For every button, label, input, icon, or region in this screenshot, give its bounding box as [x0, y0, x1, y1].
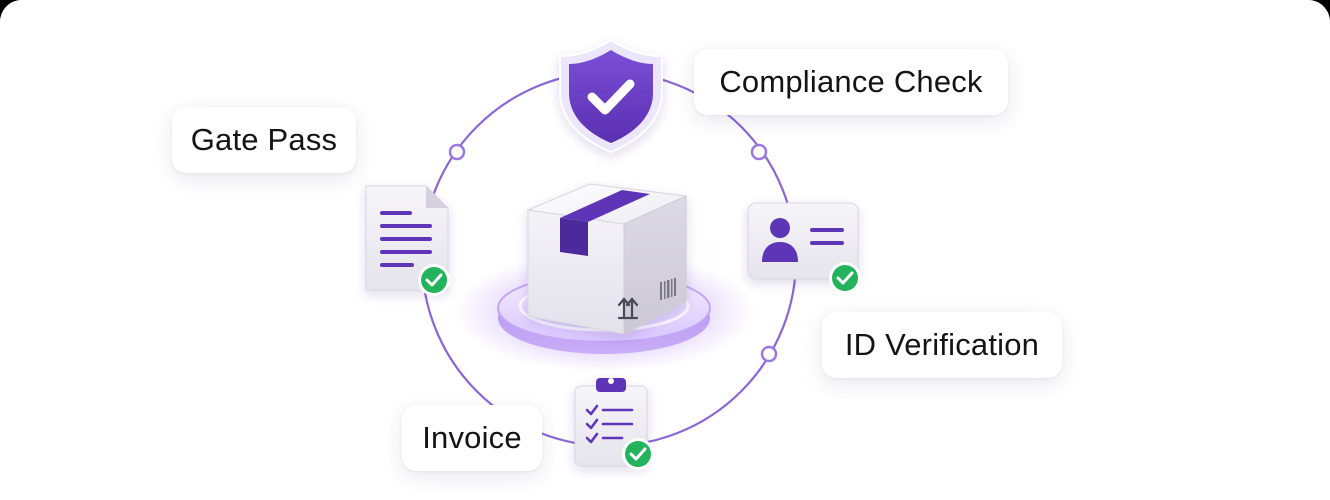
id-verification-label: ID Verification [822, 312, 1062, 378]
shield-check-icon [559, 38, 663, 154]
ring-node [750, 143, 768, 161]
package-box-icon [526, 183, 688, 335]
id-card-icon [747, 202, 859, 280]
check-badge-icon [829, 262, 861, 294]
check-badge-icon [418, 264, 450, 296]
ring-node [448, 143, 466, 161]
ring-node [760, 345, 778, 363]
compliance-check-text: Compliance Check [719, 64, 983, 99]
id-verification-text: ID Verification [844, 327, 1040, 362]
invoice-text: Invoice [422, 420, 522, 455]
compliance-check-label: Compliance Check [694, 49, 1008, 115]
document-icon [365, 185, 449, 291]
check-badge-icon [622, 438, 654, 470]
gate-pass-label: Gate Pass [172, 107, 356, 173]
invoice-label: Invoice [402, 405, 542, 471]
gate-pass-text: Gate Pass [190, 122, 338, 157]
